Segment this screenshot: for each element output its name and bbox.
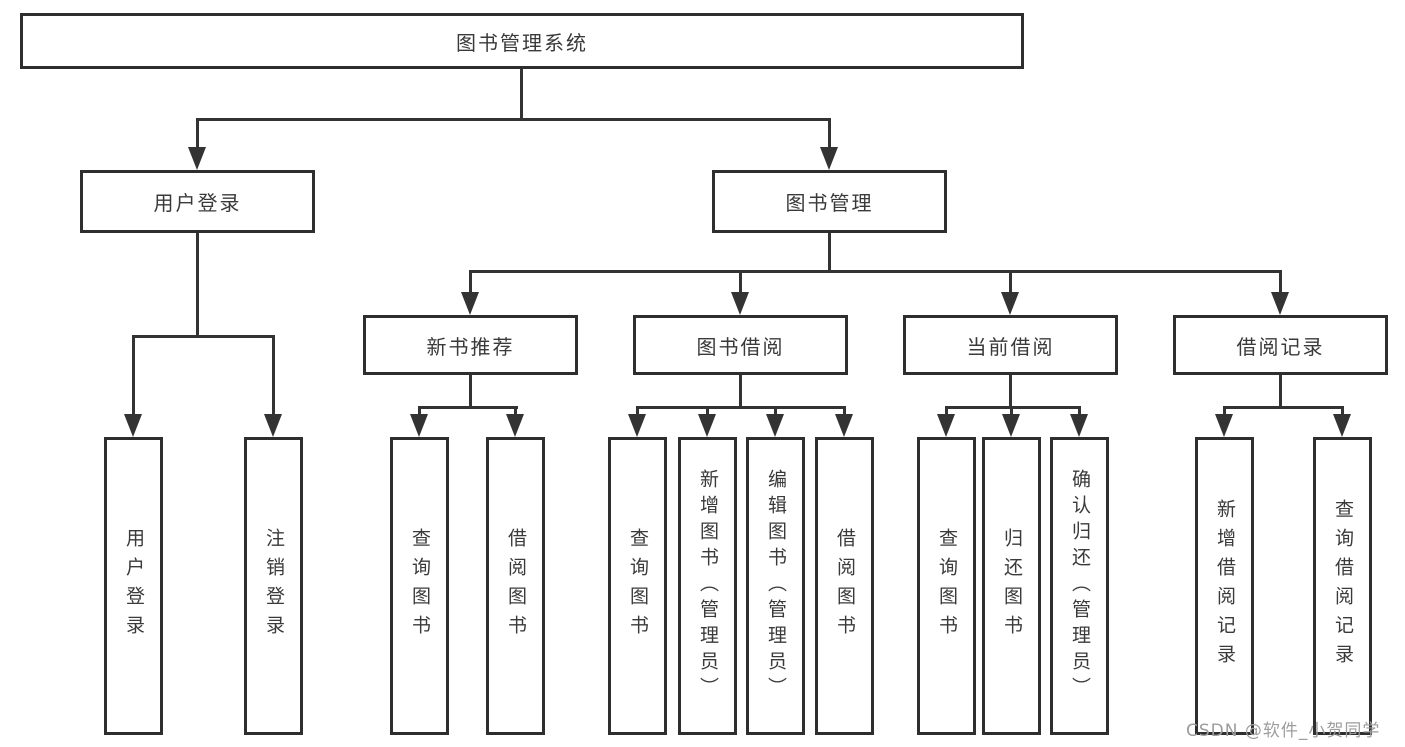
leaf-query-book-recommend: 查询图书 — [390, 437, 449, 735]
leaf-label: 用户登录 — [123, 528, 145, 644]
connector-group-branch — [636, 406, 845, 409]
leaf-label: 查询借阅记录 — [1332, 499, 1354, 673]
connector-group-branch — [1223, 406, 1344, 409]
leaf-return-book: 归还图书 — [982, 437, 1041, 735]
connector-level2-branch — [196, 118, 831, 121]
connector-drop-leaf — [1341, 406, 1344, 418]
arrow-down-icon — [1215, 414, 1233, 437]
leaf-label: 编辑图书（管理员） — [765, 469, 787, 703]
arrow-down-icon — [410, 414, 428, 437]
leaf-confirm-return-admin: 确认归还（管理员） — [1050, 437, 1109, 735]
connector-user-login-trunk — [196, 233, 199, 338]
arrow-down-icon — [766, 414, 784, 437]
connector-drop-leaf — [1010, 406, 1013, 418]
arrow-down-icon — [124, 414, 142, 437]
leaf-label: 确认归还（管理员） — [1069, 469, 1091, 703]
connector-drop-level3 — [1279, 270, 1282, 295]
leaf-label: 查询图书 — [409, 528, 431, 644]
arrow-down-icon — [1002, 414, 1020, 437]
node-book-management: 图书管理 — [712, 170, 947, 233]
arrow-down-icon — [1271, 292, 1289, 315]
connector-drop-book-management — [828, 118, 831, 150]
leaf-label: 新增借阅记录 — [1214, 499, 1236, 673]
leaf-logout-login: 注销登录 — [244, 437, 303, 735]
watermark: CSDN @软件_小贺同学 — [1186, 721, 1381, 741]
node-book-management-label: 图书管理 — [785, 191, 874, 215]
arrow-down-icon — [820, 147, 838, 170]
connector-drop-leaf — [945, 406, 948, 418]
arrow-down-icon — [835, 414, 853, 437]
arrow-down-icon — [731, 292, 749, 315]
node-new-book-recommend-label: 新书推荐 — [426, 334, 515, 359]
connector-drop-leaf — [514, 406, 517, 418]
arrow-down-icon — [937, 414, 955, 437]
leaf-add-book-admin: 新增图书（管理员） — [678, 437, 737, 735]
leaf-query-book-current: 查询图书 — [917, 437, 976, 735]
connector-drop-leaf — [132, 335, 135, 418]
connector-drop-leaf — [706, 406, 709, 418]
node-new-book-recommend: 新书推荐 — [363, 315, 578, 375]
leaf-edit-book-admin: 编辑图书（管理员） — [746, 437, 805, 735]
connector-user-login-branch — [132, 335, 275, 338]
connector-drop-user-login — [196, 118, 199, 150]
leaf-label: 借阅图书 — [834, 528, 856, 644]
node-book-borrow-label: 图书借阅 — [696, 334, 785, 359]
connector-drop-leaf — [418, 406, 421, 418]
node-current-borrow: 当前借阅 — [903, 315, 1118, 375]
node-current-borrow-label: 当前借阅 — [966, 334, 1055, 359]
connector-group-stub — [469, 375, 472, 409]
node-user-login-label: 用户登录 — [153, 191, 242, 215]
connector-drop-leaf — [1078, 406, 1081, 418]
leaf-add-borrow-record: 新增借阅记录 — [1195, 437, 1254, 735]
arrow-down-icon — [628, 414, 646, 437]
connector-group-stub — [1009, 375, 1012, 409]
connector-drop-level3 — [1009, 270, 1012, 295]
connector-root-trunk — [520, 68, 523, 121]
node-borrow-records-label: 借阅记录 — [1236, 334, 1325, 359]
arrow-down-icon — [188, 147, 206, 170]
node-borrow-records: 借阅记录 — [1173, 315, 1388, 375]
leaf-query-book-borrow: 查询图书 — [608, 437, 667, 735]
leaf-borrow-book-recommend: 借阅图书 — [486, 437, 545, 735]
node-book-borrow: 图书借阅 — [633, 315, 848, 375]
arrow-down-icon — [506, 414, 524, 437]
connector-drop-leaf — [843, 406, 846, 418]
arrow-down-icon — [461, 292, 479, 315]
leaf-borrow-book: 借阅图书 — [815, 437, 874, 735]
leaf-label: 借阅图书 — [505, 528, 527, 644]
node-root-label: 图书管理系统 — [456, 30, 588, 55]
connector-drop-leaf — [774, 406, 777, 418]
arrow-down-icon — [1070, 414, 1088, 437]
connector-drop-leaf — [272, 335, 275, 418]
connector-group-stub — [739, 375, 742, 409]
arrow-down-icon — [264, 414, 282, 437]
leaf-label: 查询图书 — [627, 528, 649, 644]
leaf-query-borrow-record: 查询借阅记录 — [1313, 437, 1372, 735]
leaf-label: 查询图书 — [936, 528, 958, 644]
connector-group-branch — [418, 406, 518, 409]
connector-level3-branch — [469, 270, 1282, 273]
leaf-user-login: 用户登录 — [104, 437, 163, 735]
node-user-login: 用户登录 — [80, 170, 315, 233]
connector-group-stub — [1279, 375, 1282, 409]
connector-drop-leaf — [636, 406, 639, 418]
arrow-down-icon — [1001, 292, 1019, 315]
arrow-down-icon — [1333, 414, 1351, 437]
connector-drop-level3 — [469, 270, 472, 295]
connector-book-management-trunk — [828, 233, 831, 273]
leaf-label: 注销登录 — [263, 528, 285, 644]
leaf-label: 归还图书 — [1001, 528, 1023, 644]
connector-drop-level3 — [739, 270, 742, 295]
connector-drop-leaf — [1223, 406, 1226, 418]
arrow-down-icon — [698, 414, 716, 437]
node-root: 图书管理系统 — [20, 13, 1024, 69]
leaf-label: 新增图书（管理员） — [697, 469, 719, 703]
